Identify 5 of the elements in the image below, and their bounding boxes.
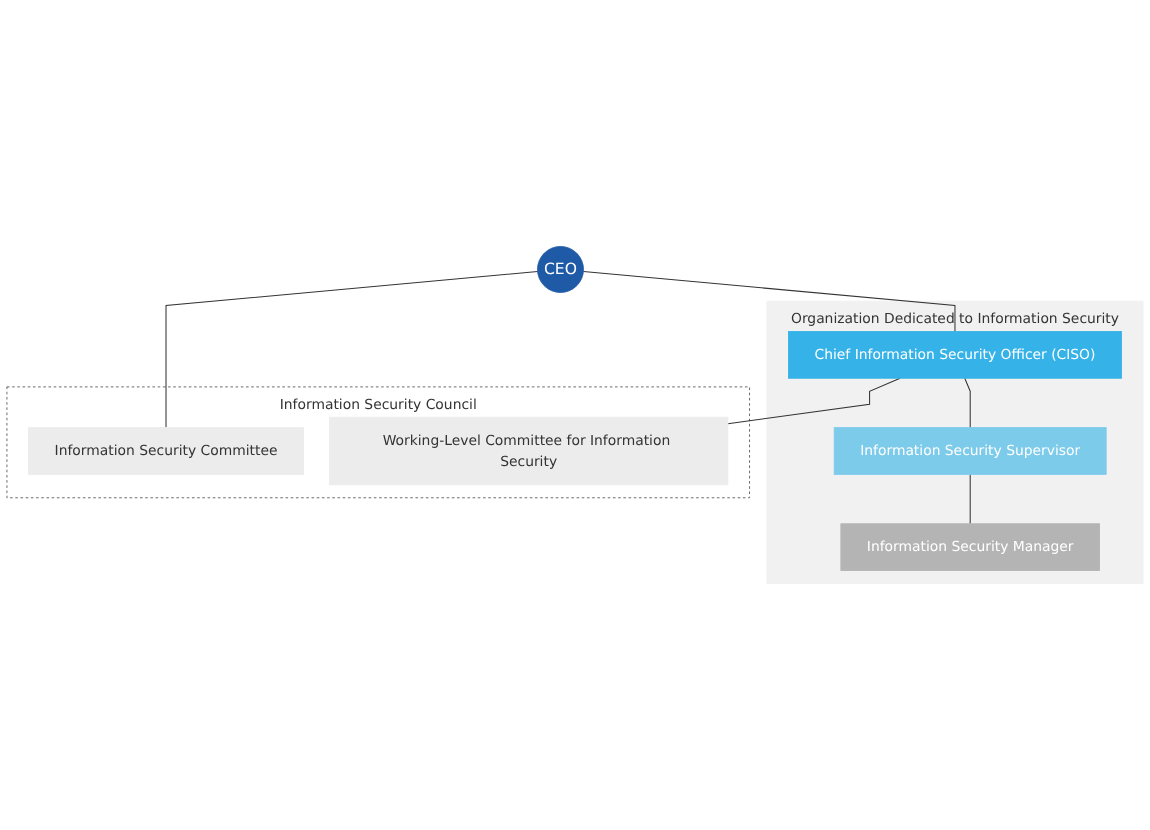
connector [165, 271, 539, 429]
connector [727, 377, 901, 425]
connector [582, 271, 956, 332]
connector [964, 377, 971, 429]
connector [969, 473, 971, 525]
